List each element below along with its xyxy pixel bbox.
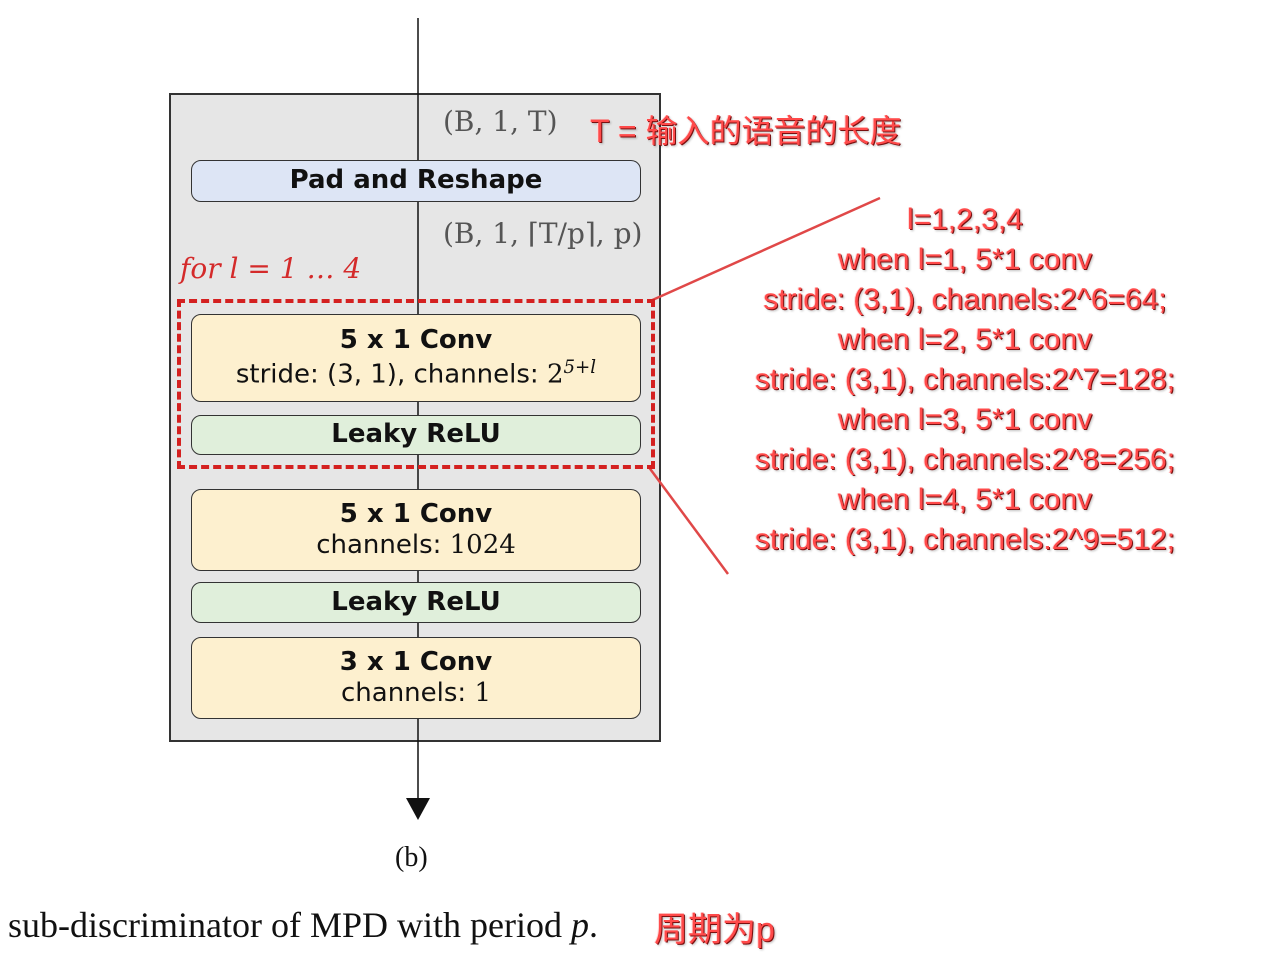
conv1-title: 5 x 1 Conv — [339, 325, 493, 356]
conv2-detail: channels: 1024 — [316, 530, 516, 561]
period-note: 周期为p — [654, 911, 775, 949]
loop-note-line: stride: (3,1), channels:2^8=256; — [754, 443, 1176, 476]
reshaped-shape-label: (B, 1, ⌈T/p⌉, p) — [443, 217, 643, 250]
figure-caption: sub-discriminator of MPD with period p. — [8, 904, 598, 946]
annotation-connector-top — [647, 196, 881, 304]
loop-note-line: stride: (3,1), channels:2^7=128; — [754, 363, 1176, 396]
loop-note-line: when l=4, 5*1 conv — [837, 483, 1093, 516]
annotation-connector-bottom — [646, 465, 730, 575]
conv2-detail-value: 1024 — [449, 530, 516, 560]
relu2-block: Leaky ReLU — [191, 582, 641, 623]
loop-note-line: stride: (3,1), channels:2^6=64; — [763, 283, 1167, 316]
loop-dashed-box — [177, 299, 655, 469]
conv1-detail-base: 2 — [546, 359, 564, 390]
conv3-detail-prefix: channels: — [341, 678, 475, 708]
caption-end: . — [588, 905, 598, 945]
conv3-detail: channels: 1 — [341, 678, 491, 709]
subfigure-label: (b) — [395, 842, 428, 873]
conv3-block: 3 x 1 Conv channels: 1 — [191, 637, 641, 719]
relu1-block: Leaky ReLU — [191, 415, 641, 455]
loop-note-line: when l=3, 5*1 conv — [837, 403, 1093, 436]
loop-label: for l = 1 … 4 — [180, 252, 362, 285]
relu1-label: Leaky ReLU — [331, 419, 501, 450]
pad-reshape-label: Pad and Reshape — [289, 165, 543, 196]
t-length-note: T = 输入的语音的长度 — [590, 113, 902, 149]
conv1-detail-exp: 5+l — [563, 356, 597, 378]
output-arrowhead — [406, 798, 430, 820]
conv2-detail-prefix: channels: — [316, 530, 450, 560]
relu2-label: Leaky ReLU — [331, 586, 501, 617]
conv1-detail-prefix: stride: (3, 1), channels: — [235, 359, 547, 390]
conv1-block: 5 x 1 Conv stride: (3, 1), channels: 25+… — [191, 314, 641, 402]
loop-note-line: l=1,2,3,4 — [907, 203, 1023, 236]
conv2-block: 5 x 1 Conv channels: 1024 — [191, 489, 641, 571]
caption-text: sub-discriminator of MPD with period — [8, 905, 571, 945]
loop-notes: l=1,2,3,4 when l=1, 5*1 conv stride: (3,… — [700, 200, 1230, 560]
conv3-title: 3 x 1 Conv — [339, 646, 493, 677]
pad-reshape-block: Pad and Reshape — [191, 160, 641, 202]
loop-note-line: when l=2, 5*1 conv — [837, 323, 1093, 356]
conv3-detail-value: 1 — [474, 678, 491, 708]
caption-var: p — [570, 905, 589, 945]
input-shape-label: (B, 1, T) — [443, 105, 558, 138]
loop-note-line: stride: (3,1), channels:2^9=512; — [754, 523, 1176, 556]
conv2-title: 5 x 1 Conv — [339, 498, 493, 529]
loop-note-line: when l=1, 5*1 conv — [837, 243, 1093, 276]
conv1-detail: stride: (3, 1), channels: 25+l — [236, 357, 596, 391]
